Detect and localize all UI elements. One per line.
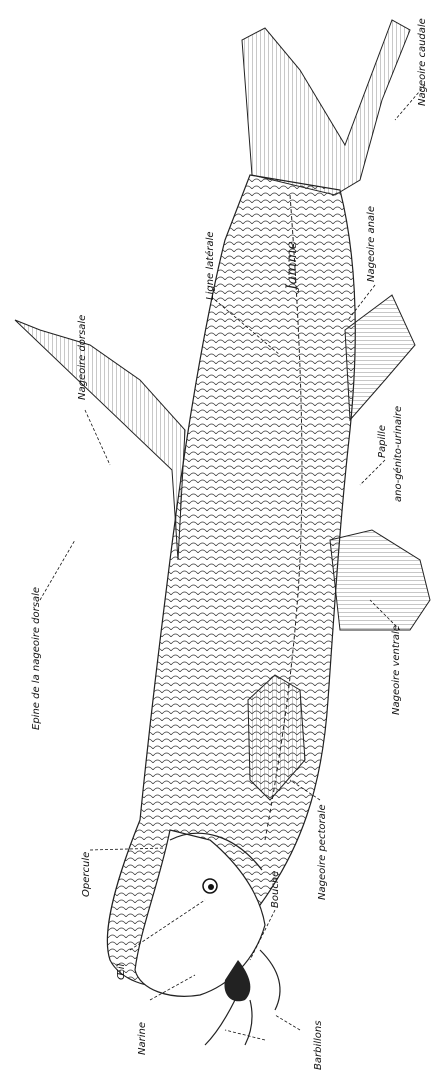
leader-papille [360,460,385,485]
barbel-3 [245,1000,252,1045]
leader-epine [40,540,75,600]
label-caudal-fin: Nageoire caudale [418,18,428,106]
caudal-fin [242,20,410,195]
leader-barbillons-1 [225,1030,265,1040]
label-eye: Œil [117,964,127,980]
label-ventral-fin: Nageoire ventrale [392,625,402,715]
label-lateral-line: Ligne latérale [206,231,216,300]
label-dorsal-fin: Nageoire dorsale [78,315,88,400]
label-pectoral-fin: Nageoire pectorale [318,804,328,900]
label-papilla-line2: ano-génito-urinaire [394,406,404,502]
artist-signature: Jamme [284,241,300,290]
label-nostril: Narine [138,1022,148,1055]
label-mouth: Bouche [271,871,281,908]
label-anal-fin: Nageoire anale [367,206,377,282]
leader-barbillons-2 [275,1015,300,1030]
label-operculum: Opercule [82,852,92,897]
barbel-1 [260,950,280,1010]
barbel-2 [205,1000,235,1045]
label-dorsal-spine: Epine de la nageoire dorsale [32,587,42,730]
ventral-fin-shape [330,530,430,630]
leader-dorsale [85,410,110,465]
label-barbels: Barbillons [314,1021,324,1070]
dorsal-fin [15,320,185,560]
label-papilla-line1: Papille [378,425,388,458]
